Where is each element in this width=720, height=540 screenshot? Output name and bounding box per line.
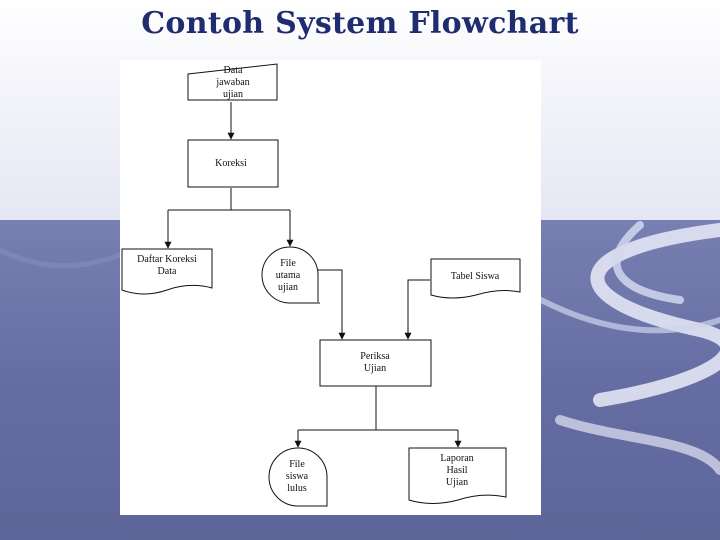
- node-laporan-hasil-ujian: Laporan Hasil Ujian: [408, 447, 507, 504]
- node-label-line: Laporan: [440, 453, 473, 464]
- node-label-line: siswa: [286, 471, 309, 482]
- node-koreksi: Koreksi: [187, 139, 279, 188]
- node-label-line: jawaban: [215, 77, 249, 88]
- magnetic-disk-shape: [261, 246, 319, 304]
- node-label-line: utama: [276, 270, 301, 281]
- slide-title: Contoh System Flowchart: [141, 6, 579, 41]
- node-label-line: Data: [224, 65, 243, 76]
- edge-tabel-siswa-to-periksa: [404, 279, 430, 340]
- flowchart-diagram: Data jawaban ujian Koreksi Daftar Koreks…: [121, 63, 521, 507]
- magnetic-disk-shape: [268, 447, 328, 507]
- node-label-line: Data: [158, 266, 177, 277]
- document-shape: [430, 258, 521, 299]
- manual-input-shape: [187, 63, 278, 101]
- document-shape: [121, 248, 213, 295]
- node-label-line: ujian: [223, 89, 243, 100]
- node-label-line: Ujian: [446, 477, 468, 488]
- node-periksa-ujian: Periksa Ujian: [319, 339, 432, 387]
- flowchart-panel: Data jawaban ujian Koreksi Daftar Koreks…: [120, 60, 541, 515]
- node-data-jawaban-ujian: Data jawaban ujian: [187, 63, 278, 101]
- node-label-line: Tabel Siswa: [451, 271, 500, 282]
- node-label-line: ujian: [278, 282, 298, 293]
- node-label-line: lulus: [287, 483, 307, 494]
- decorative-swoosh: [0, 221, 720, 475]
- node-file-siswa-lulus: File siswa lulus: [268, 447, 328, 507]
- node-tabel-siswa: Tabel Siswa: [430, 258, 521, 299]
- node-label-line: Koreksi: [215, 158, 247, 169]
- node-label-line: Periksa: [360, 351, 390, 362]
- node-label-line: Daftar Koreksi: [137, 254, 197, 265]
- node-label-line: Hasil: [446, 465, 467, 476]
- node-label-line: File: [289, 459, 305, 470]
- node-label-line: Ujian: [364, 363, 386, 374]
- document-shape: [408, 447, 507, 504]
- node-label-line: File: [280, 258, 296, 269]
- process-shape: [187, 139, 279, 188]
- process-shape: [319, 339, 432, 387]
- node-file-utama-ujian: File utama ujian: [261, 246, 320, 304]
- node-daftar-koreksi-data: Daftar Koreksi Data: [121, 248, 213, 295]
- connectors: [164, 102, 462, 448]
